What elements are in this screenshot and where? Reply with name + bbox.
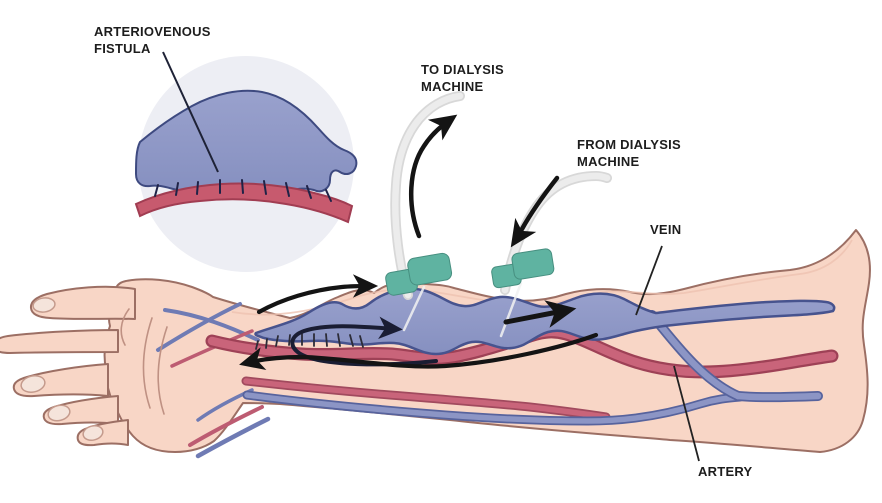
flow-arrow-to-machine [409,114,458,239]
to-dialysis-label-line1: TO DIALYSIS [421,62,504,77]
needle-lines [402,281,523,338]
from-dialysis-label-line2: MACHINE [577,154,640,169]
inset-artery [134,182,354,224]
arteriovenous-fistula-label-line2: FISTULA [94,41,151,56]
inset-sutures [154,179,332,202]
flow-arrow-to-hand [239,332,599,371]
fingernail [20,375,46,393]
vein-pointer-line [635,245,663,316]
fingernail [47,404,71,422]
thumb [29,285,136,320]
avf-pointer-line [162,51,219,173]
fistula-inset [134,51,358,272]
needle-wing-left [385,252,453,296]
artery-pointer-line [673,365,700,462]
to-dialysis-label-line2: MACHINE [421,79,484,94]
to-dialysis-machine-label: TO DIALYSIS MACHINE [421,61,504,95]
index-finger [0,329,119,354]
flow-arrow-in-vein [503,300,577,328]
artery-lower [241,376,611,422]
dialysis-tube-in [500,170,612,295]
flow-arrow-from-machine [510,175,560,248]
arteriovenous-fistula-label: ARTERIOVENOUS FISTULA [94,23,211,57]
artery-label: ARTERY [698,464,753,479]
needle-wing-right [491,248,555,289]
needle-line-left [402,285,426,332]
fingernail [82,425,104,441]
fingernails [20,297,104,441]
inset-vein [134,89,358,194]
flow-arrow-over-wrist [256,274,379,315]
wrist-vessels [156,302,271,459]
vein-lower [242,390,745,426]
from-dialysis-label-line1: FROM DIALYSIS [577,137,681,152]
fingernail [32,297,56,313]
arteriovenous-fistula-label-line1: ARTERIOVENOUS [94,24,211,39]
vein-label: VEIN [650,222,682,237]
vein-branch [647,310,823,403]
dialysis-tube-out [390,91,465,300]
hand-creases [120,308,168,415]
needle-line-right [499,281,523,338]
from-dialysis-machine-label: FROM DIALYSIS MACHINE [577,136,681,170]
